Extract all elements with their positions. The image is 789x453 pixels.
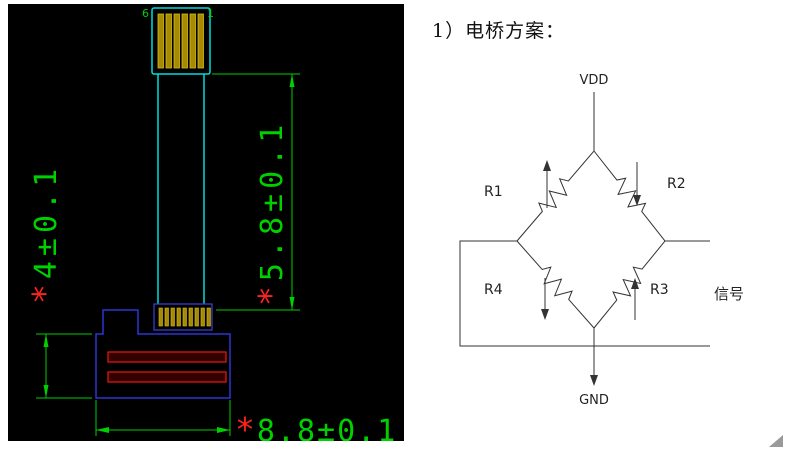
resistor-r1-label: R1 [484, 184, 503, 200]
fpc-strip [157, 74, 205, 304]
resistor-bar-top [107, 351, 227, 363]
current-arrow-r3-up [631, 278, 639, 320]
resistor-bar-bottom [107, 371, 227, 383]
cad-drawing-panel: 6 1 *8.8±0.1 *4±0.1 [8, 4, 404, 441]
dim-arrow-right [217, 427, 230, 433]
vdd-label: VDD [580, 73, 609, 88]
bridge-heading: 1）电桥方案： [432, 20, 566, 42]
signal-wire-left-route [459, 240, 710, 347]
tail-connector-outline [153, 303, 213, 331]
dim-body-width [95, 400, 231, 436]
gnd-wire [590, 328, 598, 386]
resistor-zigzag-r2 [593, 150, 666, 242]
dim-body-width-label: *8.8±0.1 [235, 410, 397, 441]
bridge-circuit: VDD R1 R2 R4 R3 [452, 66, 789, 434]
resistor-r4-label: R4 [484, 282, 503, 298]
fpc-sensor-drawing: 6 1 *8.8±0.1 *4±0.1 [8, 4, 404, 441]
gnd-arrow-icon [590, 375, 598, 386]
dim-arrow-left [96, 427, 109, 433]
pin-number-left: 6 [142, 7, 149, 20]
current-arrow-r4-down [541, 278, 549, 320]
signal-label: 信号 [714, 285, 744, 303]
dim-strip-length [212, 73, 300, 311]
top-connector-pins [157, 13, 204, 69]
dim-arrow-bottom [289, 297, 295, 310]
dim-strip-length-label: *5.8±0.1 [251, 120, 290, 306]
wheatstone-bridge-diagram: VDD R1 R2 R4 R3 [459, 73, 744, 408]
dim-arrow-bottom [43, 385, 49, 398]
pin-number-right: 1 [207, 7, 214, 20]
dim-arrow-top [43, 334, 49, 347]
resistor-zigzag-r4 [516, 240, 595, 329]
current-arrow-r2-down [633, 162, 641, 206]
corner-decoration [769, 435, 783, 447]
sensor-body-outline [95, 309, 231, 399]
tail-connector-pins [158, 307, 211, 327]
dim-body-height-label: *4±0.1 [25, 164, 64, 304]
resistor-zigzag-r1 [516, 151, 595, 242]
resistor-r3-label: R3 [650, 282, 669, 298]
top-connector-outline [151, 7, 211, 75]
current-arrow-r1-up [543, 160, 551, 208]
cad-background [8, 4, 404, 441]
dim-arrow-top [289, 74, 295, 87]
resistor-zigzag-r3 [593, 240, 666, 329]
resistor-r2-label: R2 [667, 176, 686, 192]
dim-body-height [36, 333, 92, 399]
gnd-label: GND [579, 393, 609, 408]
